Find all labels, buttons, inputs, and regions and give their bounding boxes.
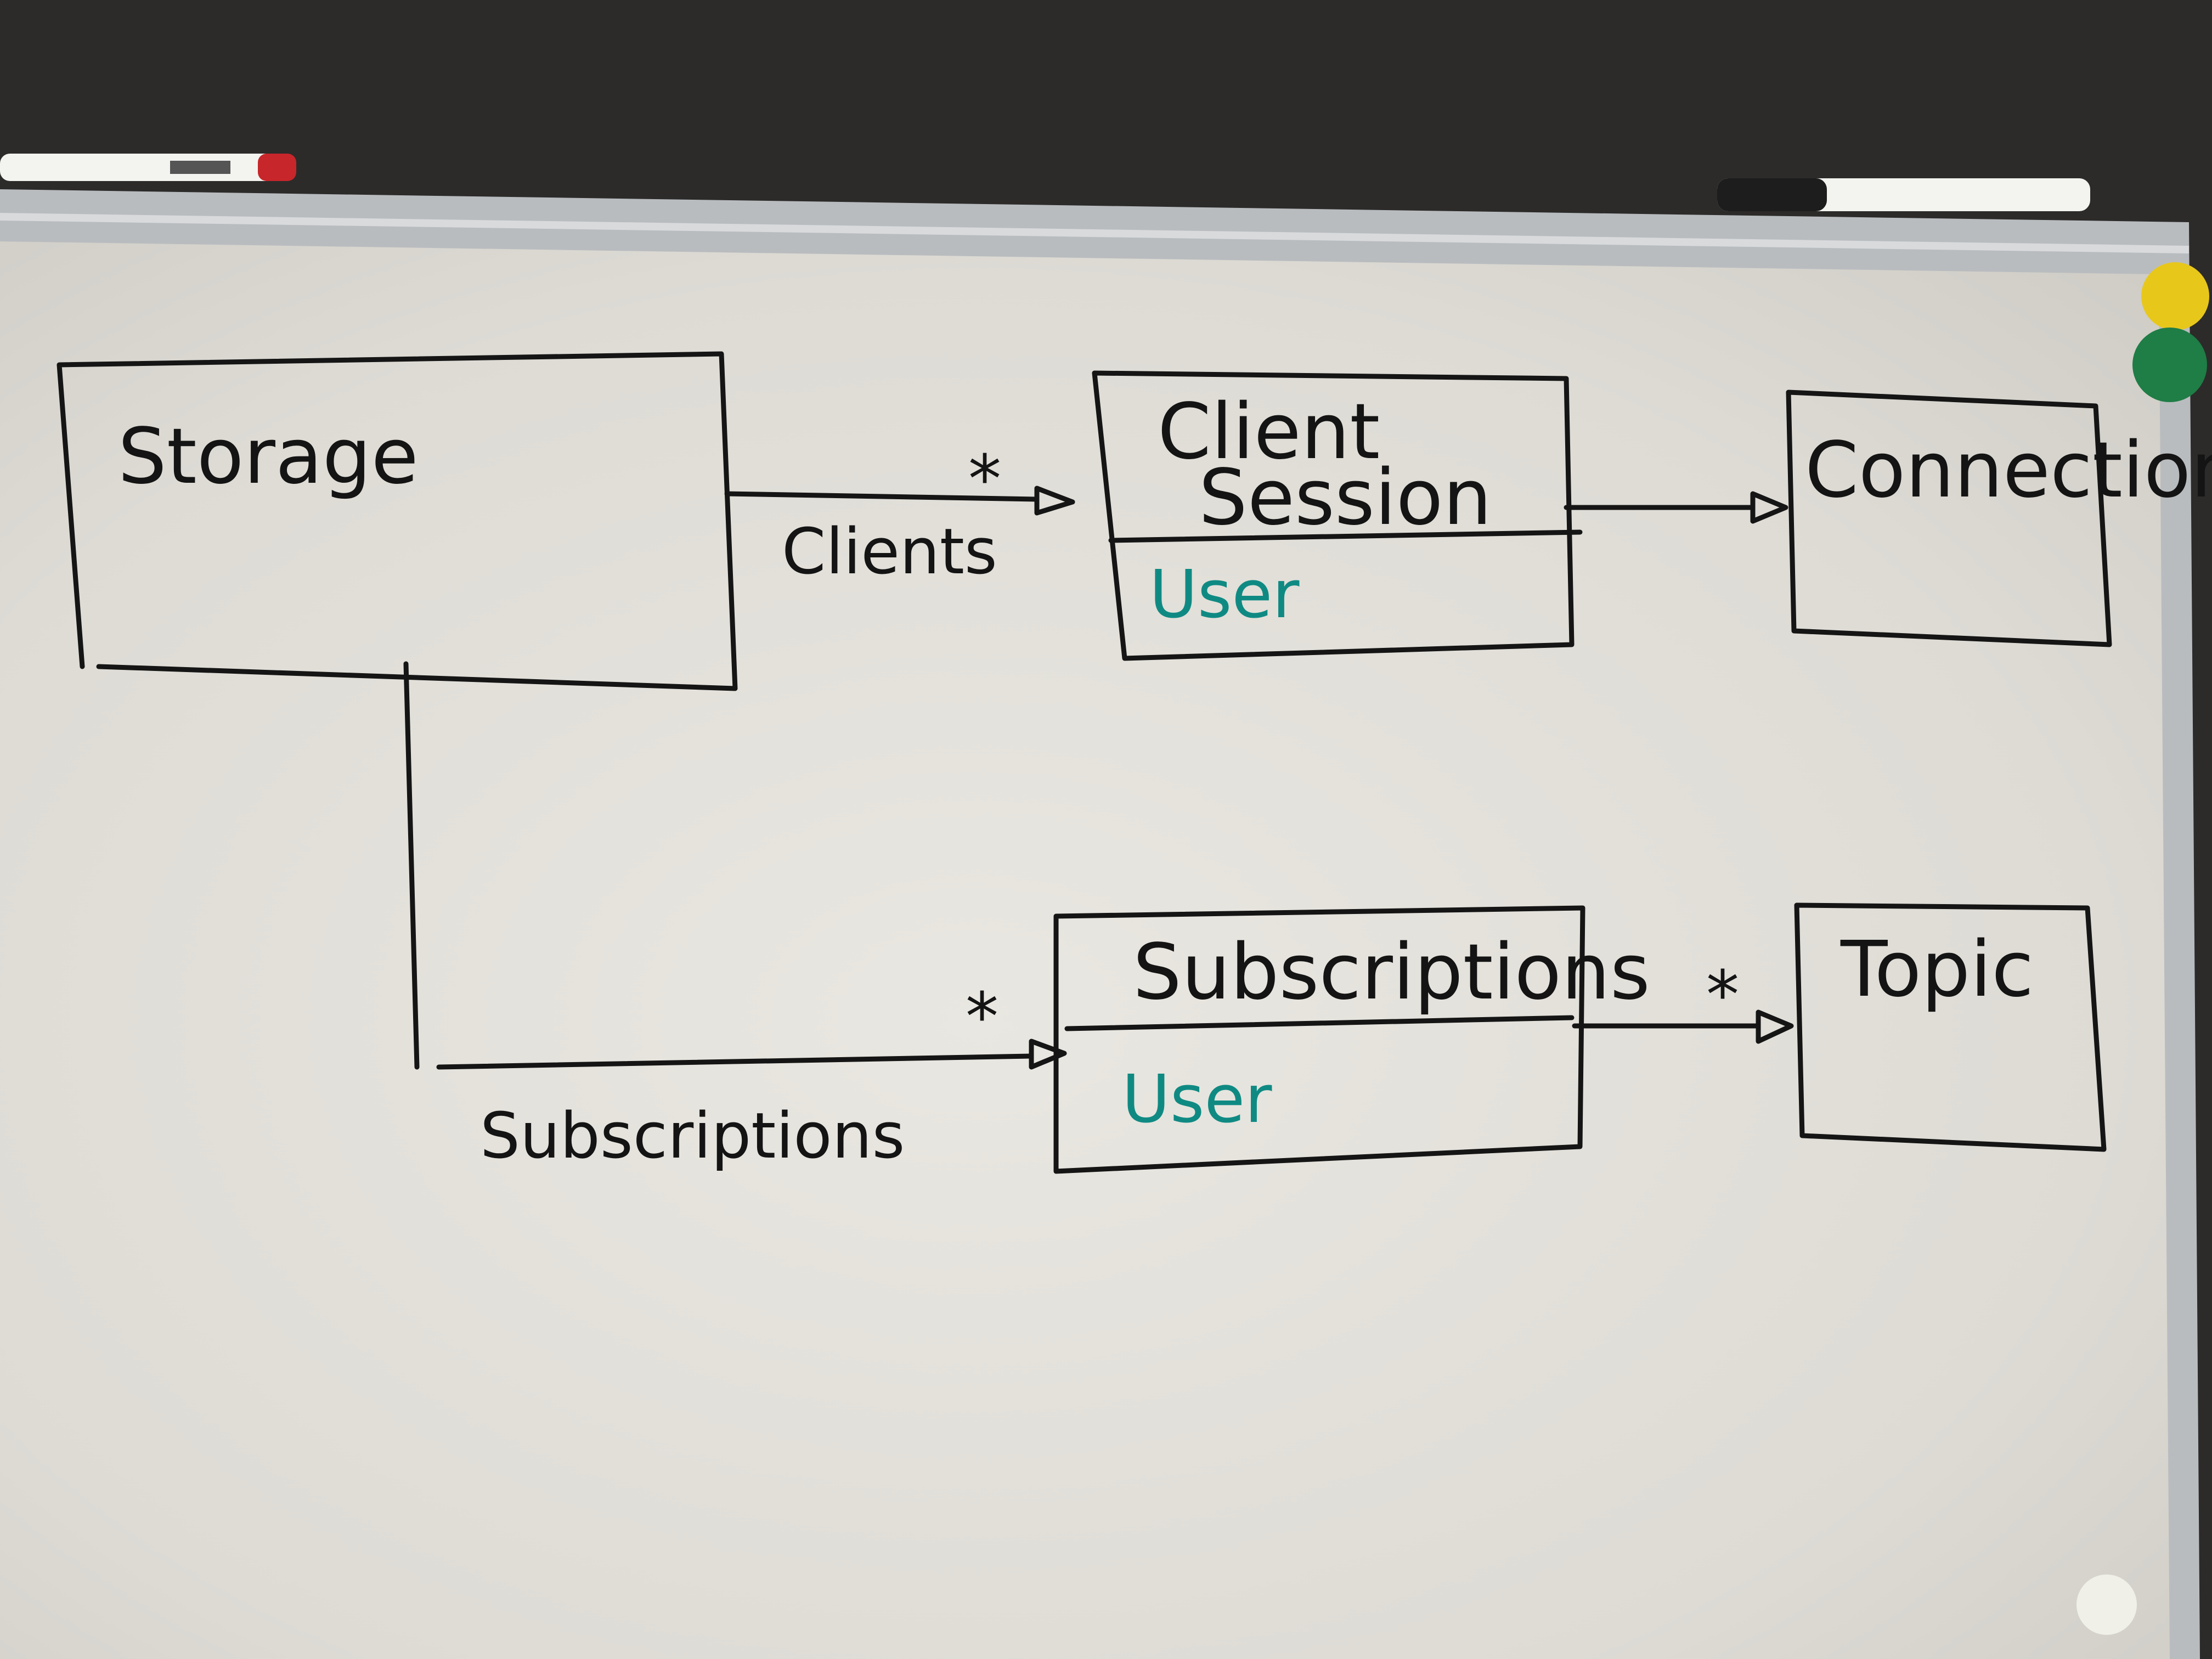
green-magnet [2132,328,2207,402]
storage-class-name: Storage [118,412,419,501]
topic-class-box: Topic [1794,902,2107,1152]
arrowhead [1756,1009,1794,1044]
client-session-attribute: User [1149,557,1300,633]
association-storage-to-subscriptions: Subscriptions * [403,661,1067,1173]
black-marker [1717,178,2090,211]
subscriptions-class-box: Subscriptions User [1053,905,1650,1174]
red-marker [0,154,296,181]
white-magnet [2076,1575,2137,1635]
association-subscriptions-to-topic: * [1572,957,1794,1044]
connection-class-name: Connection [1805,426,2212,515]
client-session-class-box: Client Session User [1092,370,1583,661]
subscriptions-attribute: User [1122,1062,1272,1138]
tray-highlight [0,213,2190,253]
association-client-session-to-connection [1564,491,1788,524]
arrowhead [1029,1039,1067,1070]
topic-class-name: Topic [1840,925,2034,1014]
client-session-name-line2: Session [1199,453,1492,543]
association-storage-to-client-session: Clients * [724,442,1075,589]
subscriptions-class-name: Subscriptions [1133,928,1650,1017]
arrowhead [1034,486,1075,516]
multiplicity-topics: * [1706,957,1739,1034]
association-label-clients: Clients [782,515,997,589]
connection-class-box: Connection [1786,390,2212,647]
storage-class-box: Storage [57,351,738,691]
whiteboard-surface [0,241,2170,1659]
arrowhead [1750,491,1788,524]
multiplicity-subscriptions: * [966,979,998,1056]
yellow-magnet [2141,262,2209,330]
client-session-name-line1: Client [1158,387,1380,477]
association-label-subscriptions: Subscriptions [480,1099,905,1173]
multiplicity-clients: * [968,442,1001,518]
